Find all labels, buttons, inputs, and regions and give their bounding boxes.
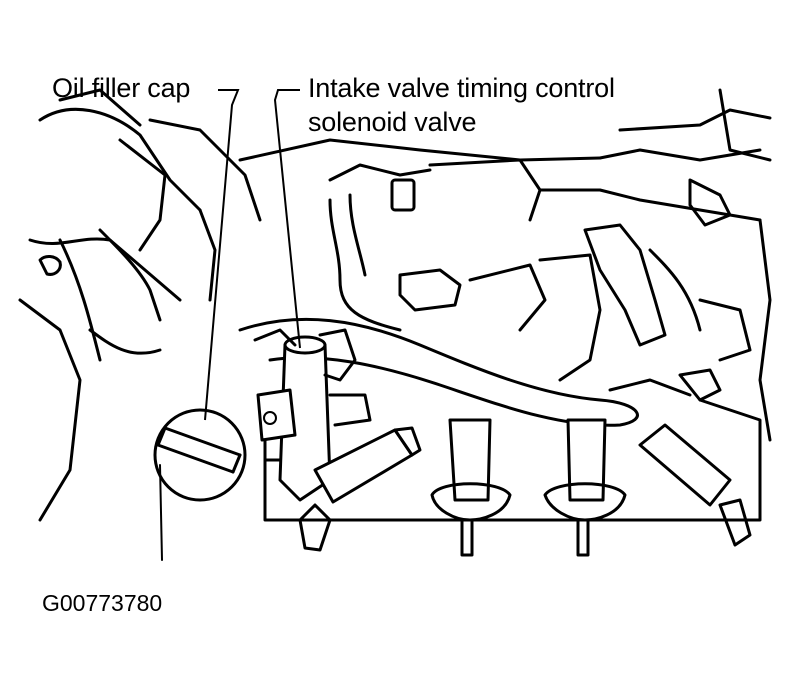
leader-lines xyxy=(204,89,301,421)
oil-cap-leader xyxy=(204,89,240,421)
intake-valve-label-line2: solenoid valve xyxy=(308,107,477,137)
intake-valve-solenoid xyxy=(253,328,372,502)
cylinder-head xyxy=(263,398,762,522)
ignition-coils xyxy=(298,418,752,557)
wiring-harness xyxy=(38,193,639,427)
oil-filler-cap-label: Oil filler cap xyxy=(52,73,191,103)
oil-filler-cap xyxy=(153,408,247,561)
figure-id: G00773780 xyxy=(42,590,163,616)
intake-valve-label-line1: Intake valve timing control xyxy=(308,73,615,103)
solenoid-leader xyxy=(273,89,301,349)
engine-background xyxy=(18,88,772,522)
connectors xyxy=(390,178,702,382)
